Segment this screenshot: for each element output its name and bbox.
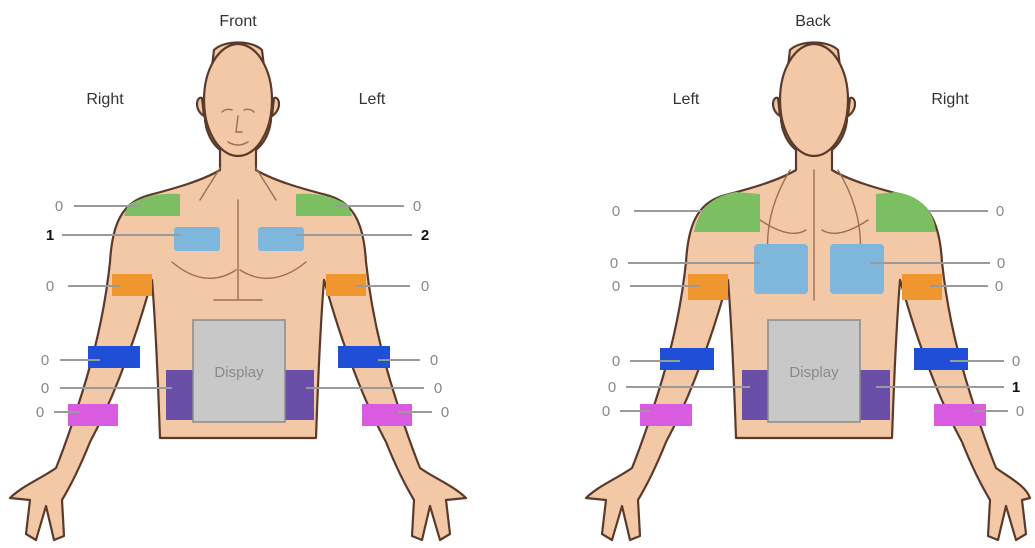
front-count-waist-right: 0 [41, 380, 49, 397]
back-count-back-right: 0 [997, 255, 1005, 272]
front-count-upper-arm-right: 0 [46, 278, 54, 295]
back-zone-back-right [830, 244, 884, 294]
back-head [780, 44, 848, 156]
back-count-forearm-right: 0 [1012, 353, 1020, 370]
back-count-waist-right: 1 [1012, 379, 1020, 396]
front-zone-wrist-right [68, 404, 118, 426]
front-zone-forearm-left [338, 346, 390, 368]
back-count-upper-arm-right: 0 [995, 278, 1003, 295]
front-zone-waist-right [166, 370, 196, 420]
front-count-waist-left: 0 [434, 380, 442, 397]
front-ear-right [197, 98, 204, 116]
front-count-chest-left: 2 [421, 227, 429, 244]
front-count-forearm-right: 0 [41, 352, 49, 369]
front-count-forearm-left: 0 [430, 352, 438, 369]
back-zone-shoulder-right [876, 192, 936, 232]
front-zone-wrist-left [362, 404, 412, 426]
back-figure: Back Left Right Display 0 [586, 13, 1030, 540]
front-zone-chest-right [174, 227, 220, 251]
front-count-upper-arm-left: 0 [421, 278, 429, 295]
back-count-shoulder-left: 0 [612, 203, 620, 220]
back-count-wrist-left: 0 [602, 403, 610, 420]
front-ear-left [272, 98, 279, 116]
back-ear-right [848, 98, 855, 116]
back-side-label-left: Left [673, 91, 700, 108]
back-zone-wrist-right [934, 404, 986, 426]
front-head [204, 44, 272, 156]
front-zone-forearm-right [88, 346, 140, 368]
back-count-forearm-left: 0 [612, 353, 620, 370]
front-count-wrist-right: 0 [36, 404, 44, 421]
back-ear-left [773, 98, 780, 116]
back-display-label: Display [789, 364, 839, 381]
front-count-shoulder-left: 0 [413, 198, 421, 215]
back-count-shoulder-right: 0 [996, 203, 1004, 220]
front-side-label-right: Left [359, 91, 386, 108]
front-side-label-left: Right [86, 91, 124, 108]
front-zone-shoulder-left [296, 194, 352, 216]
back-zone-forearm-left [660, 348, 714, 370]
back-count-upper-arm-left: 0 [612, 278, 620, 295]
back-title: Back [795, 13, 832, 30]
front-zone-shoulder-right [124, 194, 180, 216]
back-zone-back-left [754, 244, 808, 294]
front-figure: Front Right Left Display [10, 13, 466, 540]
front-zone-waist-left [284, 370, 314, 420]
front-count-shoulder-right: 0 [55, 198, 63, 215]
front-count-wrist-left: 0 [441, 404, 449, 421]
front-title: Front [219, 13, 257, 30]
back-zone-waist-right [860, 370, 890, 420]
front-display-label: Display [214, 364, 264, 381]
front-zone-chest-left [258, 227, 304, 251]
back-zone-forearm-right [914, 348, 968, 370]
back-count-back-left: 0 [610, 255, 618, 272]
back-count-wrist-right: 0 [1016, 403, 1024, 420]
back-zone-wrist-left [640, 404, 692, 426]
back-count-waist-left: 0 [608, 379, 616, 396]
front-count-chest-right: 1 [46, 227, 54, 244]
back-side-label-right: Right [931, 91, 969, 108]
